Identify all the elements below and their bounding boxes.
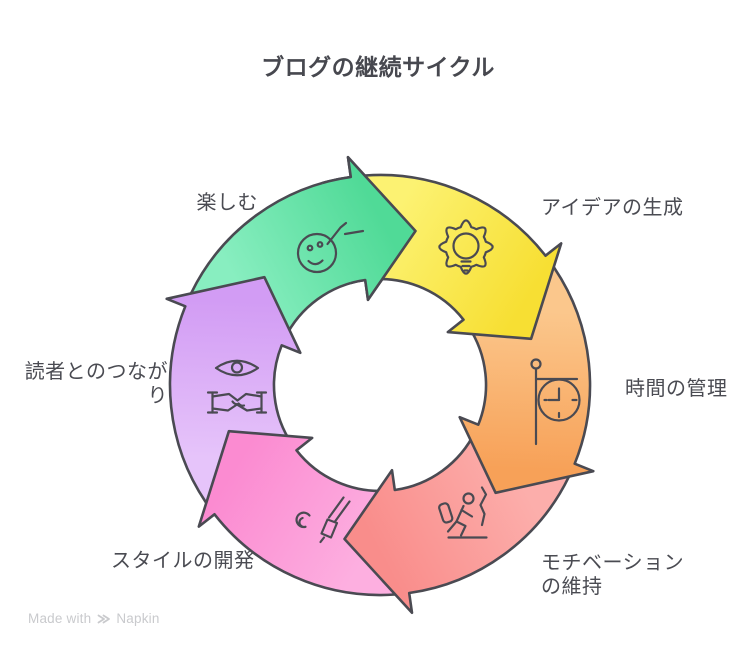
step-label-motivation: モチベーション の維持 xyxy=(541,552,685,598)
watermark-brand: Napkin xyxy=(116,611,160,626)
watermark-text: Made with xyxy=(28,611,92,626)
napkin-watermark[interactable]: Made with Napkin xyxy=(28,611,160,626)
paintbrush-icon xyxy=(295,496,351,544)
cycle-arrow-style-development xyxy=(197,429,396,597)
cycle-arrow-idea-generation xyxy=(364,173,563,341)
step-label-idea-generation: アイデアの生成 xyxy=(541,197,684,219)
eye-handshake-icon xyxy=(206,359,268,414)
smiley-pen-icon xyxy=(296,221,365,274)
napkin-chevrons-icon xyxy=(97,614,111,623)
step-label-enjoy: 楽しむ xyxy=(196,192,258,214)
hiking-person-icon xyxy=(438,486,488,539)
hanging-clock-icon xyxy=(530,358,581,446)
diagram-title: ブログの継続サイクル xyxy=(261,54,495,80)
step-label-style-development: スタイルの開発 xyxy=(111,550,255,572)
cycle-arrow-enjoy xyxy=(308,155,417,340)
step-label-time-management: 時間の管理 xyxy=(625,378,728,400)
gear-lightbulb-icon xyxy=(438,219,494,275)
step-label-reader-connection: 読者とのつなが り xyxy=(24,361,168,407)
